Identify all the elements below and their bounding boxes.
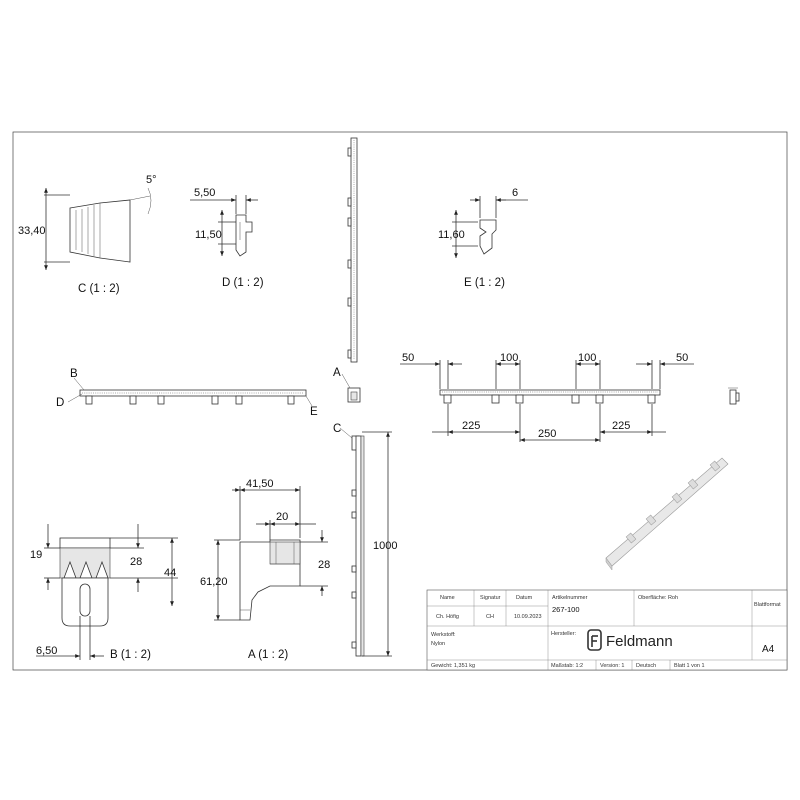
rail-front: 50 100 100 50 225 250 225	[400, 352, 740, 442]
view-e-height-dim: 11,60	[438, 229, 465, 241]
view-b-dim-650: 6,50	[36, 645, 57, 657]
tb-language: Deutsch	[636, 663, 656, 669]
side-bar-top	[347, 137, 358, 363]
feldmann-logo-icon	[587, 629, 602, 651]
tb-scale: Maßstab: 1:2	[551, 663, 583, 669]
view-d-width-dim: 5,50	[194, 187, 215, 199]
tb-format-value: A4	[762, 644, 775, 655]
brand-name: Feldmann	[606, 633, 673, 650]
view-a-dim-20: 20	[276, 511, 288, 523]
view-d-label: D (1 : 2)	[222, 277, 264, 289]
front-dim-bottom-1: 225	[462, 420, 480, 432]
view-e-label: E (1 : 2)	[464, 277, 505, 289]
tb-name-value: Ch. Höfig	[436, 614, 459, 620]
marker-b: B	[70, 368, 78, 380]
view-b-dim-28: 28	[130, 556, 142, 568]
side-length-dim: 1000	[373, 540, 397, 552]
tb-weight: Gewicht: 1,351 kg	[431, 663, 475, 669]
view-b-label: B (1 : 2)	[110, 649, 151, 661]
view-a-dim-28: 28	[318, 559, 330, 571]
view-c-label: C (1 : 2)	[78, 283, 120, 295]
side-bar-bottom: C 1000	[333, 423, 397, 657]
front-dim-bottom-3: 225	[612, 420, 630, 432]
sheet-frame	[12, 131, 788, 671]
tb-date-value: 10.09.2023	[514, 614, 542, 620]
front-dim-top-1: 50	[402, 352, 414, 364]
tb-header-article: Artikelnummer	[552, 595, 588, 601]
tb-article-value: 267-100	[552, 605, 580, 614]
front-dim-top-3: 100	[578, 352, 596, 364]
marker-a: A	[333, 367, 341, 379]
tb-version: Version: 1	[600, 663, 624, 669]
view-b: 19 28 44 6,50 B (1 : 2)	[30, 524, 178, 661]
view-a-label: A (1 : 2)	[248, 649, 288, 661]
view-c-height-dim: 33,40	[18, 225, 46, 237]
tb-material-value: Nylon	[431, 641, 445, 647]
front-dim-top-2: 100	[500, 352, 518, 364]
front-dim-bottom-2: 250	[538, 428, 556, 440]
front-dim-top-4: 50	[676, 352, 688, 364]
tb-header-surface: Oberfläche: Roh	[638, 595, 678, 601]
marker-a-detail: A	[333, 367, 361, 403]
tb-header-name: Name	[440, 595, 455, 601]
marker-e: E	[310, 406, 318, 418]
tb-signature-value: CH	[486, 614, 494, 620]
view-a-dim-6120: 61,20	[200, 576, 228, 588]
rail-left: B D E	[56, 368, 318, 418]
tb-sheet: Blatt 1 von 1	[674, 663, 705, 669]
view-c: 33,40 5° C (1 : 2)	[18, 174, 157, 295]
view-d: 5,50 11,50 D (1 : 2)	[190, 187, 264, 289]
view-a-dim-4150: 41,50	[246, 478, 274, 490]
view-a: 41,50 20 61,20 28 A (1 : 2)	[200, 478, 330, 661]
title-block: Name Signatur Datum Artikelnummer Oberfl…	[426, 589, 788, 671]
view-e-width-dim: 6	[512, 187, 518, 199]
view-b-dim-19: 19	[30, 549, 42, 561]
tb-header-signature: Signatur	[480, 595, 501, 601]
tb-material-label: Werkstoff:	[431, 632, 456, 638]
tb-manufacturer-label: Hersteller:	[551, 631, 577, 637]
view-c-angle-dim: 5°	[146, 174, 157, 186]
tb-header-format: Blattformat	[754, 602, 781, 608]
marker-d: D	[56, 397, 64, 409]
tb-header-date: Datum	[516, 595, 533, 601]
marker-c: C	[333, 423, 341, 435]
isometric-view	[605, 457, 729, 571]
view-b-dim-44: 44	[164, 567, 176, 579]
view-e: 6 11,60 E (1 : 2)	[438, 187, 528, 289]
view-d-height-dim: 11,50	[195, 229, 222, 241]
